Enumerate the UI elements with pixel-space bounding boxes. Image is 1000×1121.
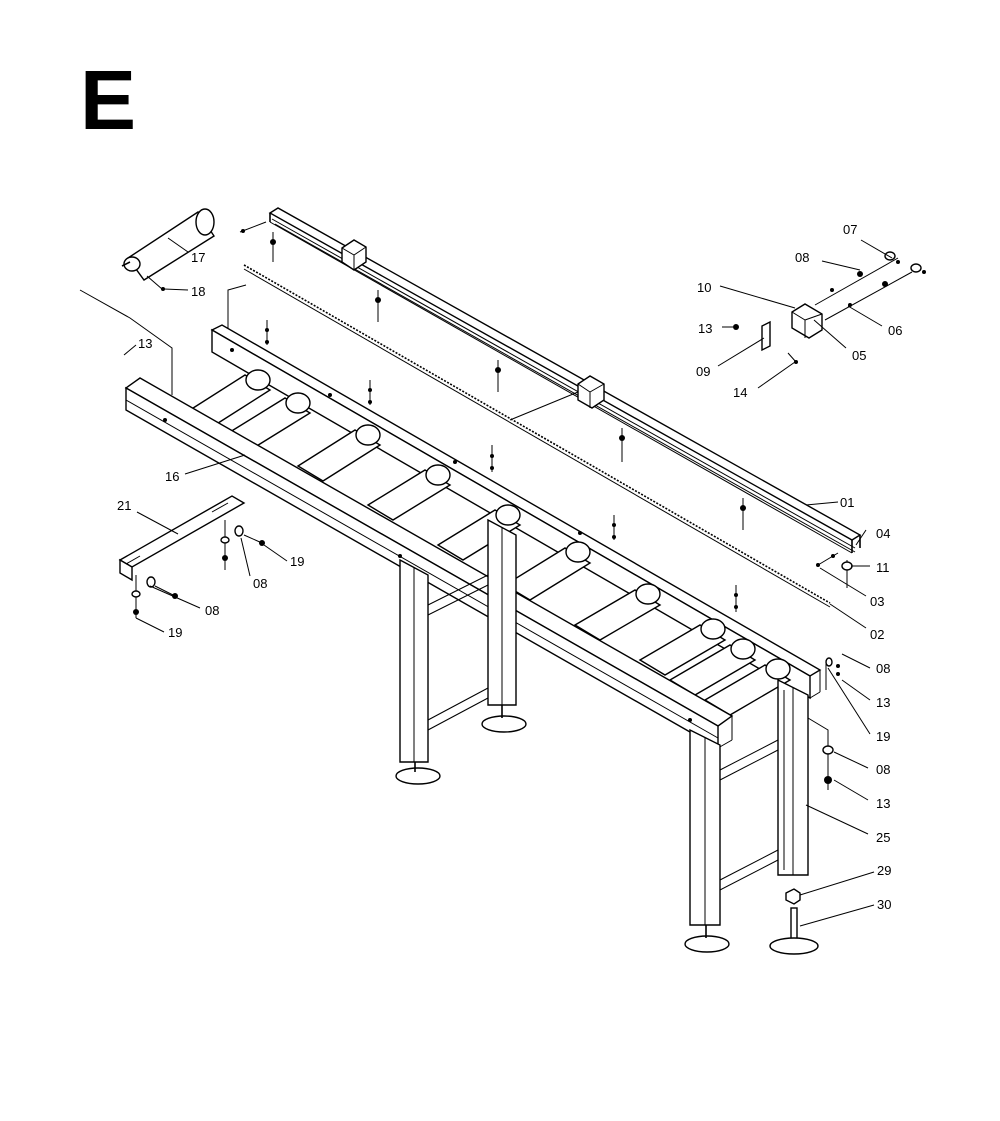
roller-table-frame xyxy=(124,324,822,750)
callout-14: 14 xyxy=(733,385,747,400)
callout-08: 08 xyxy=(253,576,267,591)
end-hardware xyxy=(807,552,853,790)
callout-04: 04 xyxy=(876,526,890,541)
callout-06: 06 xyxy=(888,323,902,338)
flip-stop-assembly xyxy=(733,251,926,364)
frame-fasteners xyxy=(163,320,738,722)
callout-05: 05 xyxy=(852,348,866,363)
rollers xyxy=(188,369,792,716)
callout-08: 08 xyxy=(795,250,809,265)
callout-01: 01 xyxy=(840,495,854,510)
measuring-rail xyxy=(268,207,862,554)
rail-screws xyxy=(239,221,746,530)
callout-19: 19 xyxy=(168,625,182,640)
extension-bracket xyxy=(118,495,246,582)
callout-19: 19 xyxy=(290,554,304,569)
callout-10: 10 xyxy=(697,280,711,295)
callout-08: 08 xyxy=(205,603,219,618)
rail-stop-block xyxy=(577,375,605,409)
callout-29: 29 xyxy=(877,863,891,878)
callout-labels: 01 02 03 04 05 06 07 08 08 08 08 08 09 1… xyxy=(117,222,902,912)
callout-08: 08 xyxy=(876,661,890,676)
callout-13: 13 xyxy=(138,336,152,351)
callout-13: 13 xyxy=(698,321,712,336)
callout-03: 03 xyxy=(870,594,884,609)
table-legs xyxy=(395,518,809,953)
measuring-tape xyxy=(243,264,831,608)
callout-25: 25 xyxy=(876,830,890,845)
callout-17: 17 xyxy=(191,250,205,265)
callout-13: 13 xyxy=(876,796,890,811)
callout-07: 07 xyxy=(843,222,857,237)
callout-16: 16 xyxy=(165,469,179,484)
callout-02: 02 xyxy=(870,627,884,642)
callout-11: 11 xyxy=(876,560,890,575)
construction-lines xyxy=(227,284,579,421)
leader-lines xyxy=(123,237,893,927)
rail-stop-block xyxy=(341,239,367,271)
callout-18: 18 xyxy=(191,284,205,299)
callout-30: 30 xyxy=(877,897,891,912)
spare-roller xyxy=(121,208,215,281)
callout-08: 08 xyxy=(876,762,890,777)
bracket-hardware xyxy=(131,520,265,618)
callout-19: 19 xyxy=(876,729,890,744)
callout-13: 13 xyxy=(876,695,890,710)
leveling-foot xyxy=(769,888,819,955)
callout-09: 09 xyxy=(696,364,710,379)
section-letter: E xyxy=(80,53,137,147)
callout-21: 21 xyxy=(117,498,131,513)
